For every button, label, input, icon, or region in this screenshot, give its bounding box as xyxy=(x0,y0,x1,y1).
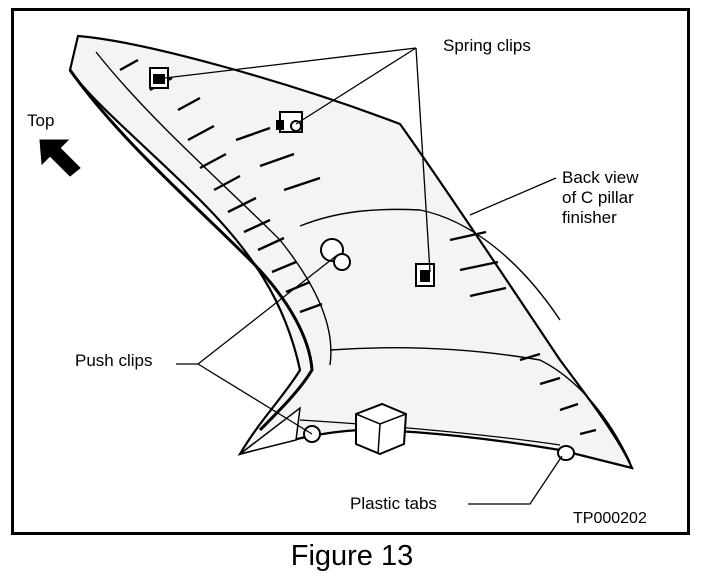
push-clip-upper xyxy=(320,238,351,271)
plastic-tabs-label: Plastic tabs xyxy=(350,494,437,513)
image-code: TP000202 xyxy=(573,510,647,527)
panel-bottom-edge xyxy=(299,419,561,446)
panel-flange xyxy=(68,69,314,432)
spring-clips-label: Spring clips xyxy=(443,36,531,55)
push-clips-label: Push clips xyxy=(75,351,153,370)
spring-clip-2 xyxy=(276,111,303,133)
top-label: Top xyxy=(27,111,55,130)
leader-lines xyxy=(164,47,563,505)
panel-ridge xyxy=(299,208,561,321)
panel-lower-ridge xyxy=(329,347,631,463)
arrow-up-left-icon xyxy=(39,139,81,177)
figure-caption: Figure 13 xyxy=(290,540,414,572)
figure-frame xyxy=(11,8,690,535)
panel-lower-tip xyxy=(239,406,301,455)
spring-clip-3 xyxy=(415,263,435,287)
pillar-panel xyxy=(68,34,634,470)
back-view-label: Back view of C pillar finisher xyxy=(562,168,639,228)
plastic-tab-block xyxy=(355,402,408,456)
back-view-line-3: finisher xyxy=(562,208,617,227)
back-view-line-1: Back view xyxy=(562,168,639,187)
back-view-line-2: of C pillar xyxy=(562,188,634,207)
